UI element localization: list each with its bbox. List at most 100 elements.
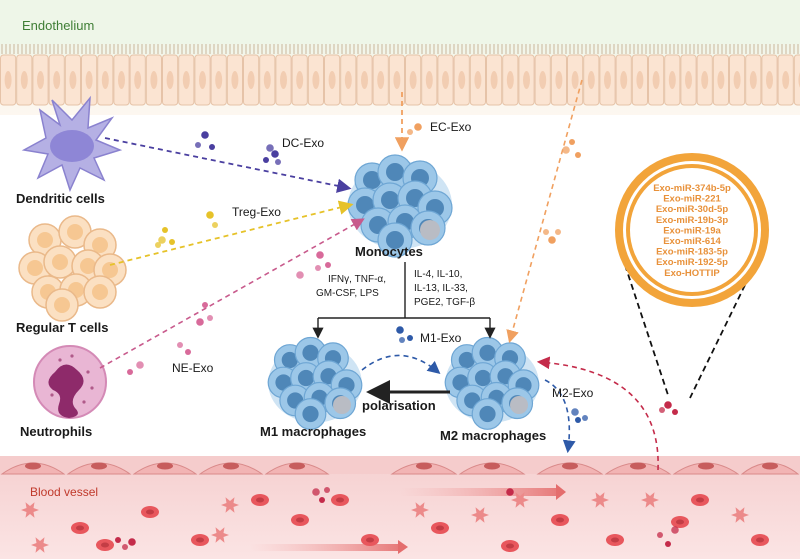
red-blood-cell-center <box>611 537 619 543</box>
ec-exo-label: EC-Exo <box>430 120 472 134</box>
exosome-dot <box>271 150 279 158</box>
endothelial-nucleus <box>377 71 385 89</box>
exosome-dot <box>155 242 161 248</box>
platelet <box>731 507 749 523</box>
vessel-cell-nucleus <box>698 462 714 470</box>
endothelial-nucleus <box>20 71 28 89</box>
endothelial-nucleus <box>749 71 757 89</box>
red-blood-cell-center <box>436 525 444 531</box>
monocytes-label: Monocytes <box>355 244 423 259</box>
endothelial-nucleus <box>296 71 304 89</box>
m1-stimuli-line-2: GM-CSF, LPS <box>316 288 379 299</box>
exosome-dot <box>162 227 168 233</box>
exosome-dot <box>169 239 175 245</box>
exosome-dot <box>555 229 561 235</box>
cluster-cell-nucleus <box>356 196 374 214</box>
m1-exo-arrow <box>361 354 441 375</box>
vessel-cell-nucleus <box>562 462 578 470</box>
endothelial-nucleus <box>766 71 773 89</box>
mirna-item: Exo-miR-19a <box>663 225 721 236</box>
exosome-dot <box>657 532 663 538</box>
m2-stimuli-line-2: IL-13, IL-33, <box>414 283 468 294</box>
exosome-dot <box>177 342 183 348</box>
cluster-grey-cell <box>510 396 528 414</box>
cluster-cell-nucleus <box>452 374 469 391</box>
exosome-dot <box>296 271 304 279</box>
endothelial-nucleus <box>425 71 433 89</box>
endothelial-nucleus <box>523 71 530 89</box>
endothelium-cilia <box>1 44 799 54</box>
platelet <box>221 497 239 513</box>
exosome-dot <box>399 337 405 343</box>
red-blood-cell-center <box>256 497 264 503</box>
mirna-item: Exo-miR-221 <box>663 194 721 205</box>
exosome-dot <box>575 417 581 423</box>
cluster-cell-nucleus <box>275 374 292 391</box>
exosome-dot <box>196 318 204 326</box>
endothelial-nucleus <box>215 71 223 89</box>
cluster-cell-nucleus <box>302 344 319 361</box>
flow-arrow-1-head <box>556 484 566 500</box>
endothelial-nucleus <box>37 71 44 89</box>
dendritic-cells-label: Dendritic cells <box>16 191 105 206</box>
cluster-grey-cell <box>333 396 351 414</box>
platelet <box>641 492 659 508</box>
red-blood-cell-center <box>101 542 109 548</box>
m2-exo-label: M2-Exo <box>552 386 594 400</box>
platelet <box>31 537 49 553</box>
platelet <box>411 502 429 518</box>
endothelium-layer <box>0 0 800 115</box>
endothelial-nucleus <box>652 71 660 89</box>
exosome-dot <box>407 335 413 341</box>
exosome-dot <box>414 123 422 131</box>
platelet <box>511 492 529 508</box>
monocytes-icon <box>347 154 453 258</box>
vessel-cell-nucleus <box>157 462 173 470</box>
neutrophil-icon <box>33 345 107 419</box>
exosome-dot <box>325 262 331 268</box>
cluster-cell-nucleus <box>479 405 496 423</box>
differentiation-branch <box>318 262 490 319</box>
exosome-dot <box>664 401 672 409</box>
m1-macrophages-label: M1 macrophages <box>260 424 366 439</box>
exosome-dot <box>266 144 274 152</box>
t-cell-nucleus <box>67 224 83 240</box>
endothelial-nucleus <box>506 71 514 89</box>
m1-exo-label: M1-Exo <box>420 331 462 345</box>
t-cell-nucleus <box>102 262 118 278</box>
endothelial-nucleus <box>101 71 109 89</box>
endothelium-label: Endothelium <box>22 18 94 33</box>
endothelial-nucleus <box>474 71 482 89</box>
exosome-dot <box>136 361 144 369</box>
cluster-cell-nucleus <box>479 344 496 361</box>
ring-pointer-left <box>624 264 669 396</box>
endothelial-nucleus <box>280 71 287 89</box>
vessel-cell-nucleus <box>289 462 305 470</box>
cluster-cell-nucleus <box>381 191 399 209</box>
endothelial-nucleus <box>555 71 563 89</box>
endothelial-nucleus <box>247 71 255 89</box>
polarisation-label: polarisation <box>362 398 436 413</box>
exosome-dot <box>659 407 665 413</box>
vessel-cell-nucleus <box>91 462 107 470</box>
endothelial-nucleus <box>668 71 676 89</box>
mirna-item: Exo-miR-614 <box>663 236 721 247</box>
treg-cells-icon <box>18 215 127 322</box>
endothelial-nucleus <box>166 71 174 89</box>
flow-arrow-1 <box>400 488 560 496</box>
flow-arrow-2-head <box>398 540 408 554</box>
flow-arrow-2 <box>250 544 400 551</box>
exosome-dot <box>543 229 549 235</box>
cluster-cell-nucleus <box>386 231 404 249</box>
t-cell-nucleus <box>92 237 108 253</box>
endothelial-nucleus <box>182 71 190 89</box>
red-blood-cell-center <box>366 537 374 543</box>
vessel-cell-nucleus <box>484 462 500 470</box>
treg-exo-label: Treg-Exo <box>232 205 281 219</box>
endothelial-nucleus <box>118 71 125 89</box>
exosome-dot <box>122 544 128 550</box>
m2-macrophages-icon <box>444 336 540 430</box>
endothelial-nucleus <box>571 71 579 89</box>
m1-macrophages-icon <box>267 336 363 430</box>
